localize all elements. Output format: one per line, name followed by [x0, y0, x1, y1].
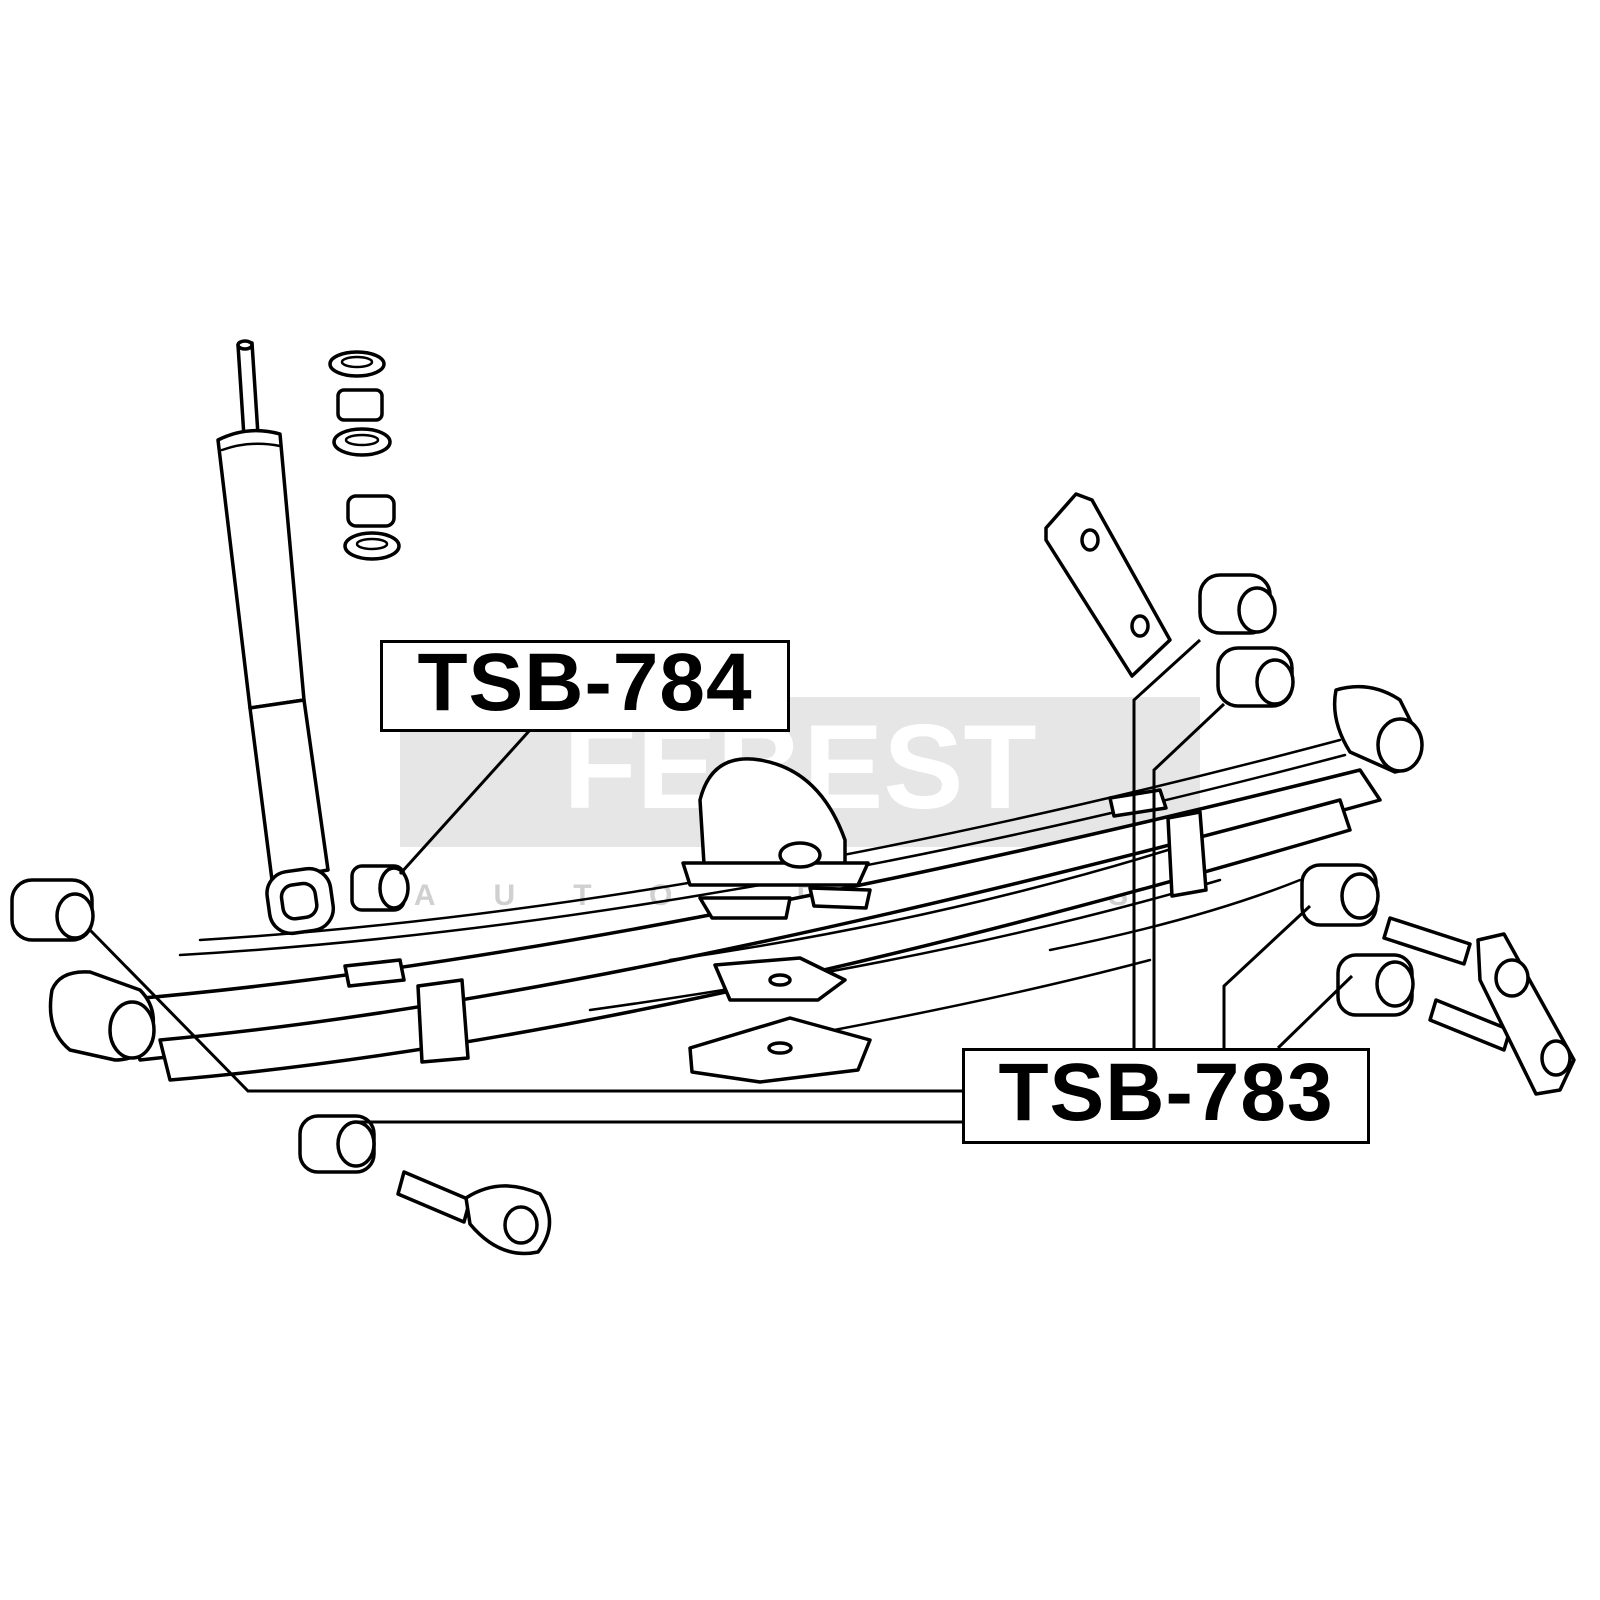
bushing-icon: [350, 864, 410, 912]
bushing-icon: [10, 573, 1415, 1174]
shackle-icon: [1044, 492, 1172, 678]
bump-stop-icon: [681, 757, 872, 920]
spring-pads-icon: [688, 956, 872, 1084]
bolt-icon: [396, 1170, 552, 1256]
part-label-tsb-784: TSB-784: [380, 640, 790, 732]
shock-absorber-icon: [216, 339, 336, 936]
part-label-tsb-783: TSB-783: [962, 1048, 1370, 1144]
bolt-icon: [1382, 916, 1576, 1096]
leader-lines: [88, 638, 1354, 1124]
mount-bushings-icon: [328, 350, 401, 561]
